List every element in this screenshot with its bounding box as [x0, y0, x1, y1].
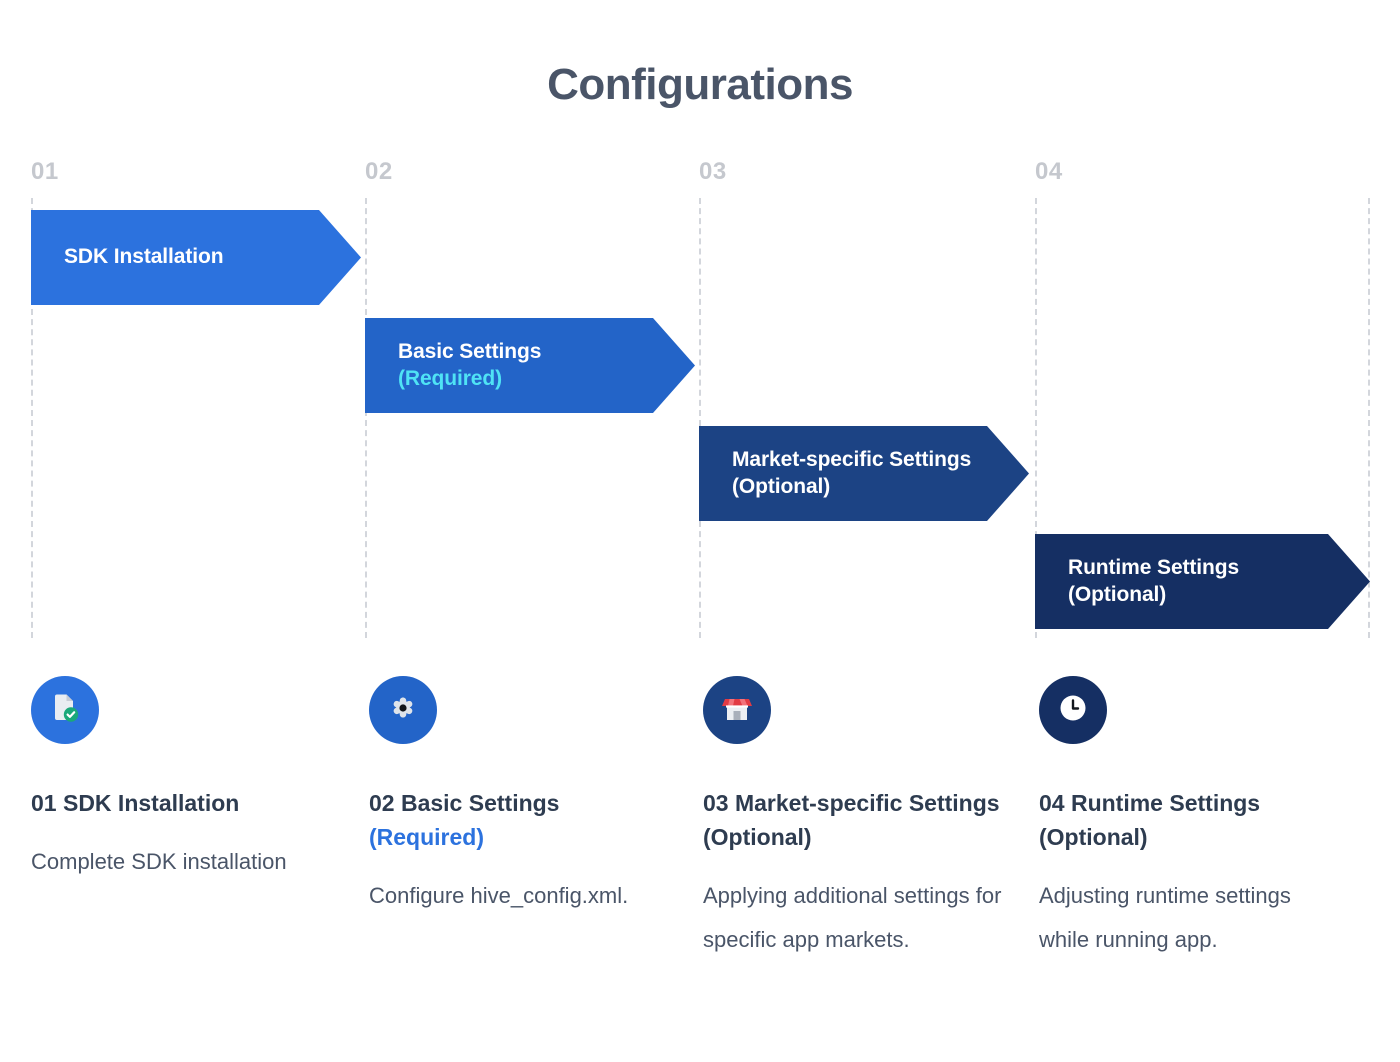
step-caption-01: 01 SDK Installation Complete SDK install…	[31, 786, 331, 884]
column-number-02: 02	[365, 158, 393, 185]
step-caption-02-body: Configure hive_config.xml.	[369, 883, 629, 909]
step-icon-circle-03	[703, 676, 771, 744]
clock-icon	[1054, 689, 1092, 732]
step-caption-04-heading: 04 Runtime Settings (Optional)	[1039, 786, 1339, 854]
step-caption-01-heading: 01 SDK Installation	[31, 786, 331, 820]
step-banner-02-title: Basic Settings	[398, 340, 542, 364]
step-caption-04: 04 Runtime Settings (Optional) Adjusting…	[1039, 786, 1339, 961]
step-icon-circle-02	[369, 676, 437, 744]
guide-line-02	[365, 198, 367, 638]
column-number-01: 01	[31, 158, 59, 185]
column-number-04: 04	[1035, 158, 1063, 185]
step-caption-03: 03 Market-specific Settings (Optional) A…	[703, 786, 1003, 961]
guide-line-03	[699, 198, 701, 638]
step-caption-01-body: Complete SDK installation	[31, 849, 287, 875]
document-check-icon	[46, 689, 84, 732]
column-number-03: 03	[699, 158, 727, 185]
step-banner-02[interactable]: Basic Settings (Required)	[365, 312, 695, 419]
step-banner-04-title: Runtime Settings	[1068, 556, 1240, 580]
step-caption-01-heading-text: 01 SDK Installation	[31, 790, 240, 816]
step-banner-02-qualifier: (Required)	[398, 366, 503, 390]
guide-line-01	[31, 198, 33, 638]
step-icon-circle-01	[31, 676, 99, 744]
step-caption-03-heading: 03 Market-specific Settings (Optional)	[703, 786, 1003, 854]
step-caption-03-heading-text: 03 Market-specific Settings (Optional)	[703, 790, 1000, 851]
step-banner-04-qualifier: (Optional)	[1068, 582, 1167, 606]
guide-line-04	[1035, 198, 1037, 638]
guide-line-end	[1368, 198, 1370, 638]
step-caption-03-body: Applying additional settings for specifi…	[703, 883, 1002, 952]
step-banner-03[interactable]: Market-specific Settings (Optional)	[699, 420, 1029, 527]
step-caption-02-heading: 02 Basic Settings (Required)	[369, 786, 669, 854]
step-caption-02: 02 Basic Settings (Required) Configure h…	[369, 786, 669, 918]
step-caption-02-heading-text: 02 Basic Settings	[369, 790, 560, 816]
step-caption-04-heading-text: 04 Runtime Settings (Optional)	[1039, 790, 1261, 851]
page-title: Configurations	[547, 60, 853, 109]
step-banner-01-title: SDK Installation	[64, 245, 224, 269]
gear-icon	[385, 690, 421, 731]
step-banner-03-qualifier: (Optional)	[732, 474, 831, 498]
storefront-icon	[718, 689, 756, 732]
step-icon-circle-04	[1039, 676, 1107, 744]
step-banner-04[interactable]: Runtime Settings (Optional)	[1035, 528, 1370, 635]
step-banner-01[interactable]: SDK Installation	[31, 204, 361, 311]
step-caption-04-body: Adjusting runtime settings while running…	[1039, 883, 1291, 952]
step-banner-03-title: Market-specific Settings	[732, 448, 972, 472]
step-caption-02-qualifier: (Required)	[369, 824, 484, 851]
